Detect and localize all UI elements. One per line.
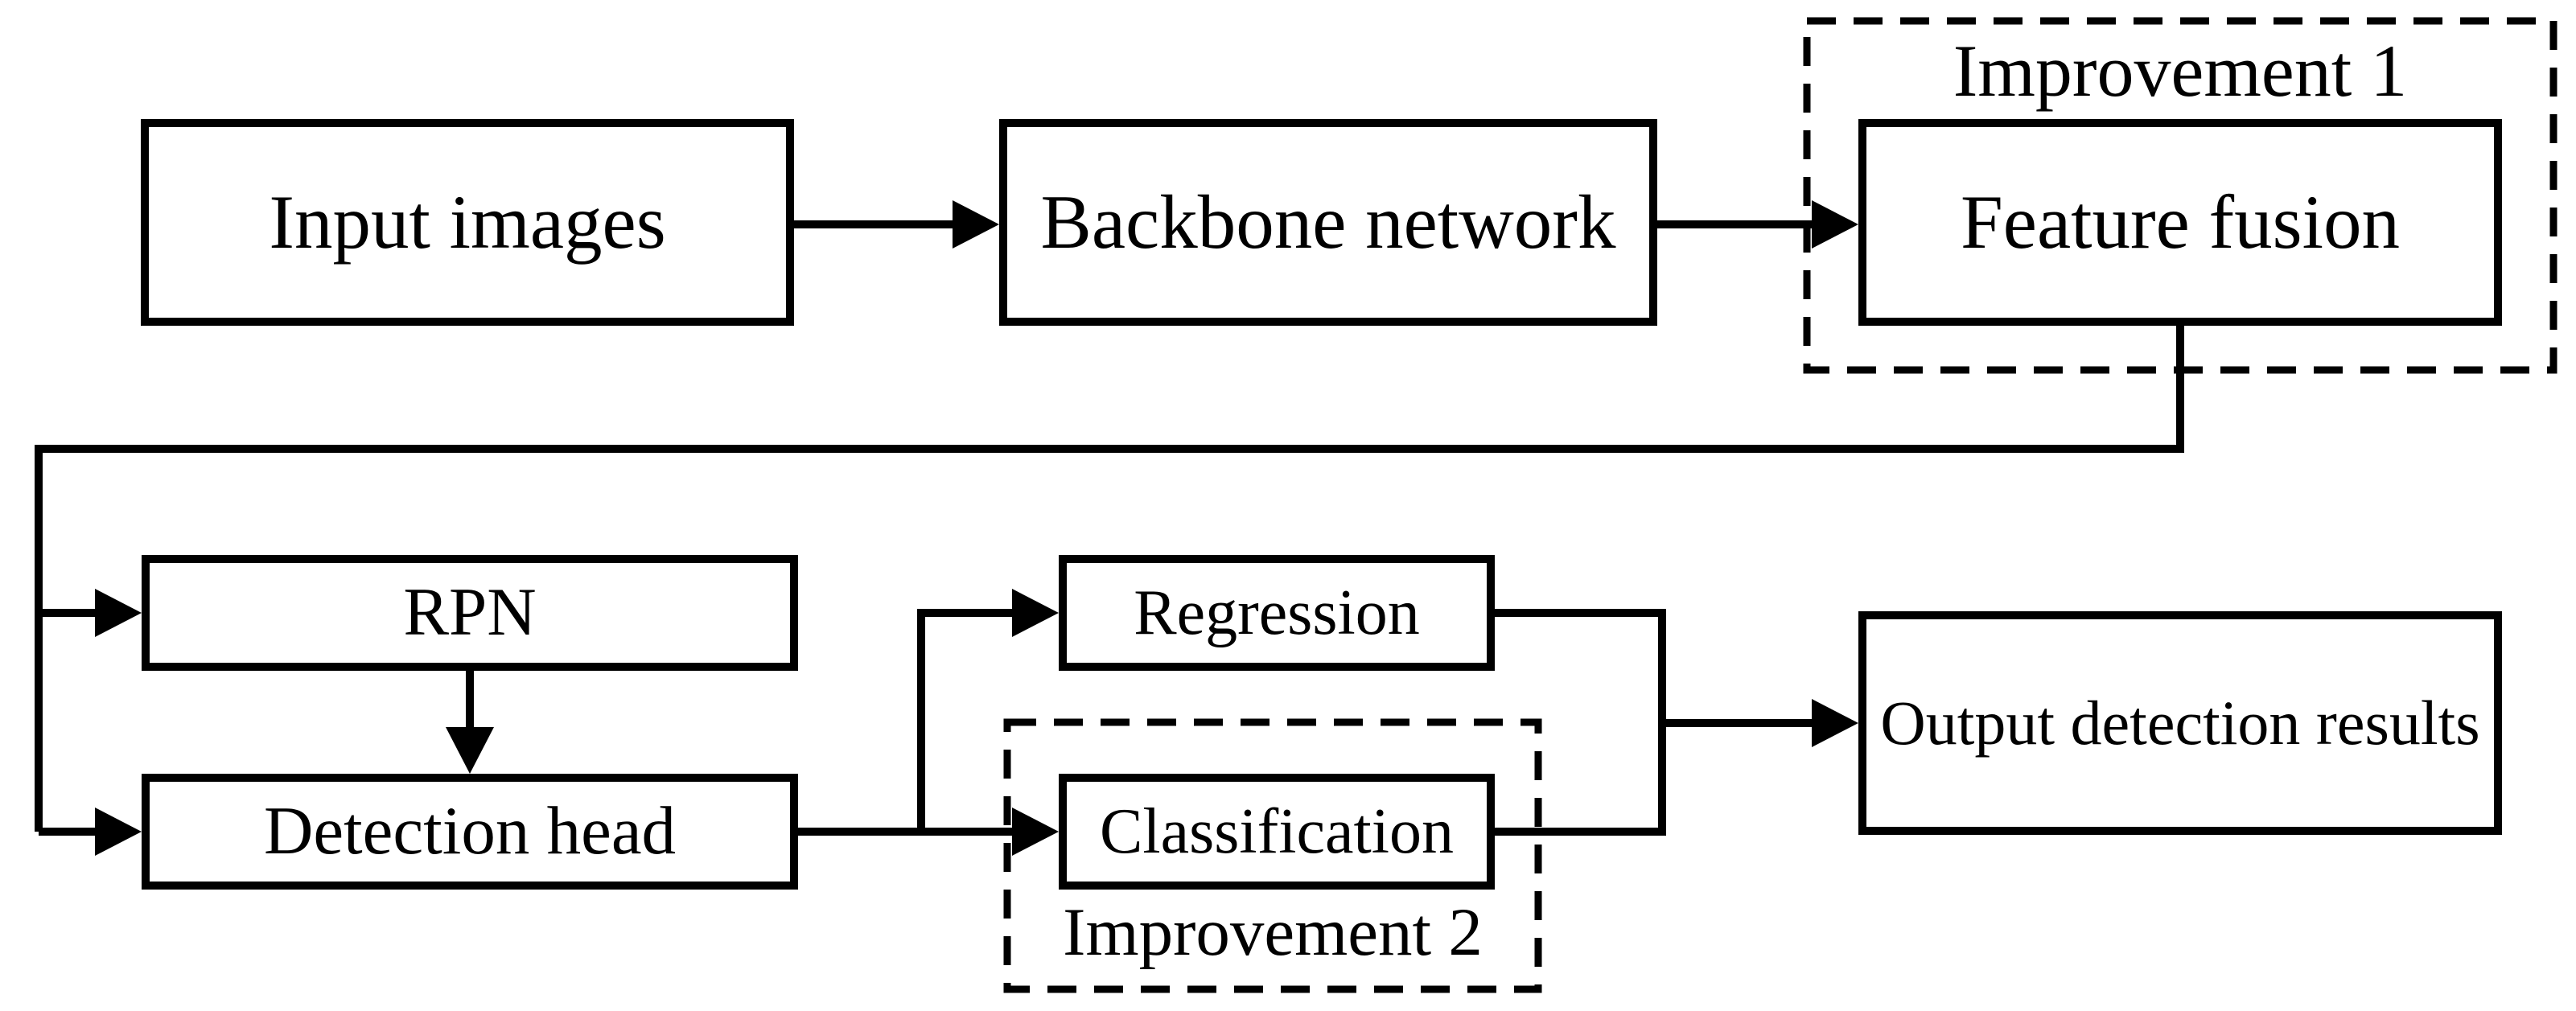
improvement2-dashed-box xyxy=(1003,718,1542,993)
node-backbone-network-label: Backbone network xyxy=(1040,179,1616,265)
improvement1-label: Improvement 1 xyxy=(1953,30,2408,112)
node-detection-head: Detection head xyxy=(142,774,798,890)
node-feature-fusion: Feature fusion xyxy=(1858,119,2502,326)
node-output-detection-results: Output detection results xyxy=(1858,611,2502,835)
node-classification-label: Classification xyxy=(1100,796,1454,867)
arrowhead-into-regression-icon xyxy=(1012,589,1059,637)
improvement2-label: Improvement 2 xyxy=(1063,894,1483,970)
arrowhead-into-fusion-icon xyxy=(1812,200,1858,249)
node-output-detection-results-label: Output detection results xyxy=(1880,688,2480,758)
node-classification: Classification xyxy=(1059,774,1495,890)
node-rpn: RPN xyxy=(142,555,798,671)
node-regression: Regression xyxy=(1059,555,1495,671)
arrowhead-into-output-icon xyxy=(1812,699,1858,747)
node-regression-label: Regression xyxy=(1134,577,1420,648)
node-detection-head-label: Detection head xyxy=(263,793,677,869)
node-feature-fusion-label: Feature fusion xyxy=(1960,179,2401,265)
arrowhead-into-detection-head-icon xyxy=(95,808,142,856)
arrowhead-into-rpn-icon xyxy=(95,589,142,637)
arrowhead-into-backbone-icon xyxy=(953,200,999,249)
connector-fusion-to-left-rail xyxy=(35,324,2184,832)
node-input-images: Input images xyxy=(141,119,794,326)
connector-split-to-regression xyxy=(917,609,1012,832)
connector-merge-bracket xyxy=(1495,609,1666,836)
node-input-images-label: Input images xyxy=(269,179,666,265)
node-backbone-network: Backbone network xyxy=(999,119,1657,326)
arrowhead-rpn-down-icon xyxy=(446,727,494,774)
node-rpn-label: RPN xyxy=(403,574,537,651)
arrowhead-into-classification-icon xyxy=(1012,808,1059,856)
